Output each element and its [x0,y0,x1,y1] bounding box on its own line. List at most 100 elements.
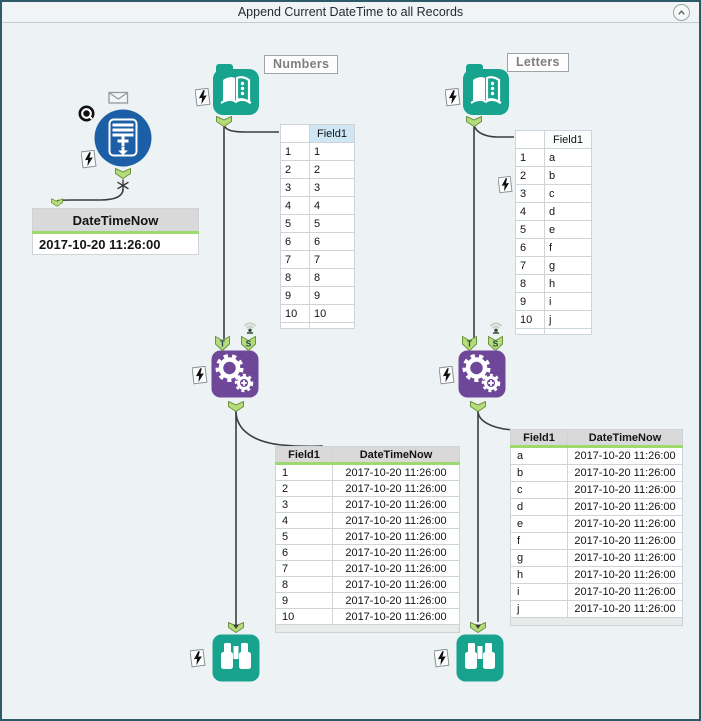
anchor-letter: T [220,339,226,349]
input-data-tool-numbers[interactable] [212,64,262,118]
tool-annotation-numbers[interactable]: Numbers [264,55,339,74]
table-cell: 7 [309,250,355,269]
table-cell: 2017-10-20 11:26:00 [332,496,460,513]
table-cell: 2 [275,480,333,497]
browse-tool-letters[interactable] [455,633,505,683]
column-header: DateTimeNow [332,446,460,465]
table-cell: 10 [280,304,310,323]
datetime-output-anchor[interactable] [115,168,131,179]
browse-numbers-input-anchor[interactable] [228,622,244,633]
table-cell: b [510,464,568,482]
column-header: DateTimeNow [567,429,683,448]
clipped-row [280,322,355,329]
numbers-output-anchor[interactable] [216,116,232,127]
table-cell: h [544,274,592,293]
anchor-letter: S [493,339,499,349]
clipped-row [515,328,592,335]
column-header: DateTimeNow [32,208,199,234]
table-cell: 2017-10-20 11:26:00 [567,498,683,516]
table-cell: j [510,600,568,618]
connection-numbers-to-preview[interactable] [223,124,279,133]
table-cell: e [544,220,592,239]
anchor-letter: T [467,339,473,349]
append-fields-icon [462,354,501,393]
table-cell: j [544,310,592,329]
table-cell: 6 [309,232,355,251]
table-cell: 4 [275,512,333,529]
append-numbers-target-anchor[interactable]: T [215,336,230,351]
datetime-now-tool[interactable] [93,108,153,168]
append-letters-source-anchor[interactable]: S [488,336,503,351]
table-cell: 5 [275,528,333,545]
table-cell: 7 [515,256,545,275]
table-cell: 5 [309,214,355,233]
append-letters-output-anchor[interactable] [470,401,486,412]
append-letters-target-anchor[interactable]: T [462,336,477,351]
connection-letters-to-preview[interactable] [473,124,514,138]
connection-datetime-to-preview[interactable] [56,188,124,202]
table-cell: 3 [280,178,310,197]
browse-icon [221,643,251,669]
preview-anchor [51,198,63,207]
connection-appendnumbers-to-result[interactable] [235,410,325,450]
lightning-indicator-icon [195,88,211,107]
table-cell: f [544,238,592,257]
collapse-button[interactable] [673,4,690,21]
table-cell: c [510,481,568,499]
table-cell: e [510,515,568,533]
table-cell: d [510,498,568,516]
browse-letters-input-anchor[interactable] [470,622,486,633]
table-cell: 3 [515,184,545,203]
table-cell: h [510,566,568,584]
table-cell: 9 [309,286,355,305]
connection-appendletters-to-result[interactable] [477,410,529,434]
browse-icon-gap [477,660,483,670]
wireless-signal-icon [243,322,257,334]
clock-badge-icon [78,105,95,122]
table-cell: 2017-10-20 11:26:00 [332,480,460,497]
append-numbers-output-anchor[interactable] [228,401,244,412]
input-data-tool-letters[interactable] [462,64,512,118]
table-cell: 2017-10-20 11:26:00 [567,600,683,618]
chevron-up-icon [678,10,685,15]
annotation-label: Letters [516,55,560,69]
append-fields-tool-numbers[interactable] [210,349,260,399]
table-cell: 2017-10-20 11:26:00 [332,608,460,625]
browse-tool-numbers[interactable] [211,633,261,683]
tool-annotation-letters[interactable]: Letters [507,53,569,72]
table-row: 2017-10-20 11:26:00 [32,232,199,255]
column-header [280,124,310,143]
table-cell: 8 [275,576,333,593]
table-cell: 9 [275,592,333,609]
table-cell: 4 [309,196,355,215]
table-cell: 8 [309,268,355,287]
append-fields-tool-letters[interactable] [457,349,507,399]
letters-output-anchor[interactable] [466,116,482,127]
table-cell: 1 [515,148,545,167]
lightning-indicator-icon [498,176,513,194]
append-numbers-source-anchor[interactable]: S [241,336,256,351]
table-cell: 2017-10-20 11:26:00 [567,481,683,499]
table-cell: 3 [275,496,333,513]
title-bar: Append Current DateTime to all Records [2,2,699,23]
